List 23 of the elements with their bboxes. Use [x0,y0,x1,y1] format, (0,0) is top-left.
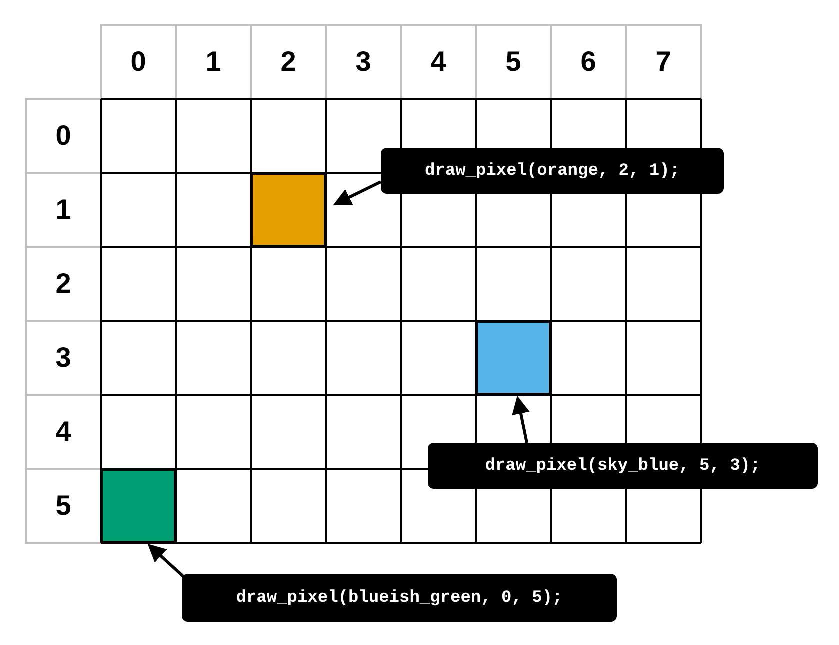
column-number: 1 [204,45,222,79]
arrow [512,396,530,444]
column-number: 6 [580,45,598,79]
filled-pixel-square [476,321,551,395]
code-callout: draw_pixel(blueish_green, 0, 5); [182,574,617,622]
code-callout: draw_pixel(sky_blue, 5, 3); [428,443,818,489]
column-number: 3 [354,45,372,79]
column-number: 0 [130,45,148,79]
filled-pixel-square [251,173,326,247]
row-number: 3 [54,341,72,375]
arrow [148,544,186,580]
row-number: 4 [54,415,72,449]
column-number: 4 [430,45,448,79]
code-callout: draw_pixel(orange, 2, 1); [381,148,724,194]
row-number: 0 [54,119,72,153]
column-number: 5 [504,45,522,79]
arrow [333,180,382,206]
column-number: 7 [654,45,672,79]
filled-pixel-square [101,469,176,543]
row-number: 1 [54,193,72,227]
row-number: 5 [54,489,72,523]
column-number: 2 [280,45,298,79]
row-number: 2 [54,267,72,301]
